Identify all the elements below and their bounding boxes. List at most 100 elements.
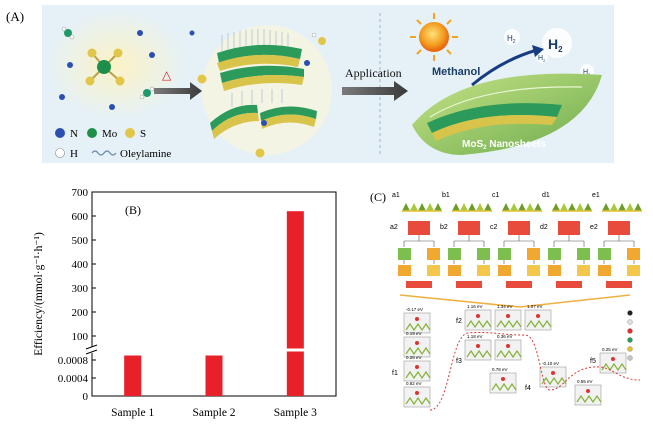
- panel-c-label: (C): [370, 190, 386, 204]
- energy-label: 0.28 eV: [406, 355, 422, 360]
- structure-label: e1: [592, 192, 600, 199]
- branch-lines: [553, 235, 585, 247]
- energy-label: 0.19 eV: [406, 331, 422, 336]
- branch-lines: [553, 260, 585, 264]
- mo-precursor-cluster: [85, 48, 125, 86]
- atom-legend-dot: [627, 337, 633, 343]
- intermediate-structure: [539, 366, 567, 388]
- energy-label: 1.18 eV: [467, 334, 483, 339]
- mos2-structure-d1: [552, 203, 592, 212]
- state-box: [577, 248, 590, 260]
- mos2-nanosheet-stacks: [197, 25, 332, 158]
- mos2-structure-e1: [602, 203, 642, 212]
- y-tick-label: 300: [72, 283, 89, 295]
- state-box: [456, 281, 482, 288]
- branch-lines: [503, 260, 535, 264]
- efficiency-bar-chart: 10020030040050060070000.00040.0008Effici…: [33, 187, 337, 419]
- mos2-structure-a1: [402, 203, 442, 212]
- branch-lines: [403, 260, 435, 264]
- methanol-label: Methanol: [432, 66, 480, 78]
- structure-label: d1: [542, 192, 550, 199]
- state-box: [527, 248, 540, 260]
- pathway-label: f1: [392, 370, 398, 377]
- structure-label: b1: [442, 192, 450, 199]
- h2-bubbles: H2 H2 H2 H2: [504, 28, 594, 78]
- state-box: [508, 221, 530, 235]
- state-box: [408, 221, 430, 235]
- bar-sample-2: [205, 355, 223, 396]
- state-box: [477, 265, 490, 276]
- x-tick-label: Sample 1: [111, 407, 154, 419]
- y-tick-label: 100: [72, 331, 89, 343]
- panel-b-label: (B): [125, 203, 141, 217]
- structure-label: e2: [590, 224, 598, 231]
- state-box: [606, 281, 632, 288]
- energy-label: -0.10 eV: [542, 361, 559, 366]
- state-box: [627, 248, 640, 260]
- precursor-glow: [47, 10, 187, 120]
- branch-lines: [453, 235, 485, 247]
- intermediate-structure: [403, 360, 431, 382]
- branch-lines: [453, 260, 485, 264]
- energy-label: 1.16 eV: [467, 304, 483, 309]
- atom-legend: N Mo S H Oleylamine: [55, 128, 171, 160]
- state-box: [398, 265, 411, 276]
- branch-lines: [603, 260, 635, 264]
- state-box: [398, 248, 411, 260]
- branch-lines: [503, 235, 535, 247]
- svg-text:H2: H2: [507, 34, 516, 45]
- y-tick-label: 500: [72, 235, 89, 247]
- axis-break-mark: [85, 349, 98, 355]
- energy-label: 1.34 eV: [497, 304, 513, 309]
- heat-symbol: △: [162, 68, 172, 82]
- intermediate-structure: [524, 309, 552, 331]
- state-box: [427, 265, 440, 276]
- y-tick-label: 0.0008: [58, 355, 89, 367]
- svg-text:Mo: Mo: [102, 128, 118, 140]
- atom-legend-dot: [627, 319, 633, 325]
- state-box: [608, 221, 630, 235]
- bar-sample-3: [286, 211, 304, 396]
- atom-legend-dot: [627, 310, 633, 316]
- intermediate-structure: [494, 309, 522, 331]
- state-box: [556, 281, 582, 288]
- pathway-label: f2: [456, 318, 462, 325]
- panel-a-illustration: △: [42, 5, 614, 163]
- intermediate-structure: [403, 386, 431, 408]
- intermediate-structure: [489, 372, 517, 394]
- x-tick-label: Sample 3: [274, 407, 317, 419]
- state-box: [598, 248, 611, 260]
- svg-text:H2: H2: [538, 55, 546, 63]
- atom-legend-dot: [627, 346, 633, 352]
- atom-legend-dot: [627, 355, 633, 361]
- intermediate-structure: [464, 309, 492, 331]
- structure-label: d2: [540, 224, 548, 231]
- state-box: [548, 248, 561, 260]
- pathway-label: f3: [456, 358, 462, 365]
- energy-label: 0.25 eV: [602, 347, 618, 352]
- mos2-structure-b1: [452, 203, 492, 212]
- bar-break-gap: [285, 348, 305, 352]
- atom-legend-dot: [627, 328, 633, 334]
- intermediate-structure: [403, 336, 431, 358]
- y-tick-label: 700: [72, 187, 89, 199]
- bar-sample-1: [124, 355, 142, 396]
- state-box: [458, 221, 480, 235]
- x-tick-label: Sample 2: [192, 407, 235, 419]
- axis-break-gap: [86, 347, 98, 353]
- svg-text:H: H: [70, 148, 78, 160]
- state-box: [558, 221, 580, 235]
- ammonium-molecules: [59, 26, 195, 110]
- pathway-label: f5: [590, 358, 596, 365]
- intermediate-structure: [464, 339, 492, 361]
- state-box: [598, 265, 611, 276]
- structure-label: a1: [392, 192, 400, 199]
- energy-label: 0.82 eV: [406, 381, 422, 386]
- energy-label: -0.17 eV: [406, 307, 423, 312]
- state-box: [448, 248, 461, 260]
- y-tick-label: 600: [72, 211, 89, 223]
- energy-label: 0.36 eV: [497, 334, 513, 339]
- energy-label: 0.78 eV: [492, 367, 508, 372]
- sun-icon: [410, 13, 458, 61]
- state-box: [627, 265, 640, 276]
